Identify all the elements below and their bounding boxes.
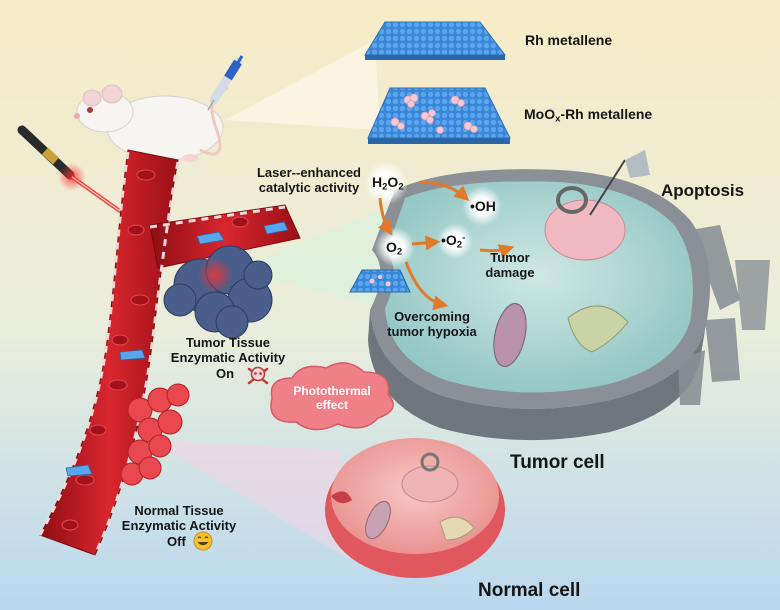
reaction-arrows (377, 180, 515, 311)
tumor-cell-label: Tumor cell (510, 452, 605, 474)
laser-enhanced-label: Laser--enhanced catalytic activity (253, 165, 365, 196)
h2o2-h: H (372, 174, 383, 190)
normal-tissue-label: Normal Tissue Enzymatic Activity Off (117, 503, 241, 549)
smiling-face-icon (193, 531, 213, 551)
rh-metallene-label: Rh metallene (525, 32, 612, 49)
h2o2-label: H2O2 (372, 174, 404, 193)
hypoxia-line2: tumor hypoxia (387, 324, 477, 340)
syringe-beam (225, 40, 380, 130)
tumor-damage-line2: damage (485, 265, 535, 281)
h2o2-o: O (387, 174, 399, 190)
blood-vessel (38, 149, 301, 556)
h2o2-sub-b: 2 (398, 181, 404, 193)
tumor-tissue-line2: Enzymatic Activity (170, 350, 286, 366)
normal-cell (325, 438, 505, 578)
h2o2-sub-a: 2 (382, 181, 388, 193)
oh-glow (462, 186, 502, 226)
moox-rh-metallene-label: MoOx-Rh metallene (524, 106, 652, 125)
syringe-icon (207, 55, 244, 111)
photothermal-line2: effect (315, 398, 348, 413)
tumor-cell-text: Tumor cell (510, 452, 605, 473)
superoxide-label: •O2- (441, 232, 465, 251)
overcoming-hypoxia-label: Overcoming tumor hypoxia (376, 309, 488, 340)
laser-label-line2: catalytic activity (258, 180, 360, 196)
hydroxyl-radical-label: •OH (470, 198, 496, 215)
moox-clusters (390, 93, 478, 134)
moox-rh-metallene-sheet (367, 87, 511, 144)
photothermal-label: Photothermal effect (284, 384, 380, 412)
o2-sub: 2 (396, 246, 403, 258)
tumor-damage-label: Tumor damage (480, 250, 540, 281)
h2o2-glow (364, 161, 408, 205)
normal-cell-text: Normal cell (478, 580, 581, 601)
normal-zoom-beam (150, 440, 350, 560)
tumor-metallene-sheet (349, 269, 411, 293)
normal-tissue-line3: Off (167, 533, 186, 549)
normal-tissue-cluster (120, 383, 190, 486)
normal-tissue-line1: Normal Tissue (134, 503, 224, 518)
o2-glow (375, 227, 415, 267)
rh-metallene-text: Rh metallene (525, 32, 613, 48)
moox-suffix: -Rh metallene (560, 106, 653, 122)
normal-tissue-line2: Enzymatic Activity (121, 518, 237, 534)
vessel-metallene-sheets (65, 221, 289, 477)
tumor-tissue-line1: Tumor Tissue (185, 335, 271, 350)
photothermal-line1: Photothermal (293, 384, 371, 398)
superoxide-sup: - (462, 232, 466, 244)
superoxide-base: •O (441, 232, 457, 248)
superoxide-sub: 2 (456, 239, 463, 251)
moox-subscript: x (555, 113, 561, 125)
laser-label-line1: Laser--enhanced (256, 165, 362, 180)
normal-cell-label: Normal cell (478, 580, 580, 602)
tumor-damage-line1: Tumor (490, 250, 530, 265)
tumor-tissue-label: Tumor Tissue Enzymatic Activity On (166, 335, 290, 381)
oxygen-label: O2 (386, 239, 402, 258)
moox-prefix: MoO (524, 106, 556, 122)
photothermal-cloud (270, 362, 394, 431)
apoptosis-text: Apoptosis (661, 181, 745, 200)
hypoxia-line1: Overcoming (394, 309, 470, 324)
vessel-branch (149, 204, 301, 269)
oh-text: •OH (470, 198, 496, 214)
skull-crossbones-icon (247, 366, 269, 385)
rh-metallene-sheet (364, 21, 507, 60)
red-blood-cells (61, 169, 249, 531)
o2-o: O (386, 239, 397, 255)
tumor-tissue (163, 245, 273, 339)
tumor-tissue-line3: On (216, 365, 235, 381)
superoxide-glow (437, 223, 473, 259)
apoptosis-label: Apoptosis (661, 181, 744, 201)
